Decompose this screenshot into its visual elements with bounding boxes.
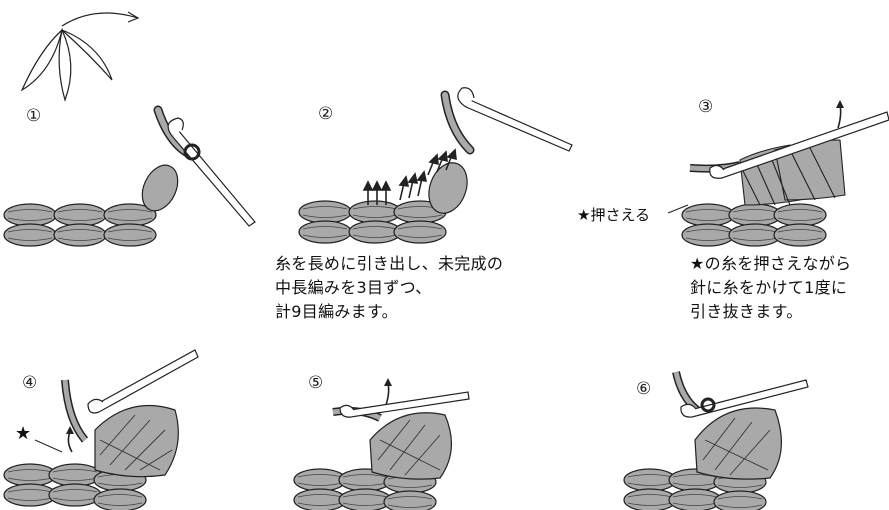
crochet-hook-icon	[87, 349, 199, 414]
step-5-illustration	[293, 378, 470, 510]
up-arrows-icon	[362, 148, 457, 205]
step-number-6: ⑥	[636, 379, 652, 399]
step-number-3: ③	[698, 97, 714, 117]
chain-base	[3, 203, 157, 247]
step-4-illustration	[3, 349, 199, 510]
crochet-hook-icon	[457, 87, 573, 152]
step-number-2: ②	[318, 104, 334, 124]
crochet-hook-icon	[680, 379, 809, 418]
step-3-annotation: ★押さえる	[577, 206, 650, 224]
step-3-illustration	[667, 100, 889, 247]
arrow-icon	[837, 104, 842, 129]
crochet-hook-icon	[167, 117, 256, 227]
crochet-hook-icon	[709, 111, 889, 179]
star-marker: ★	[15, 423, 32, 444]
step-2-caption: 糸を長めに引き出し、未完成の 中長編みを3目ずつ、 計9目編みます。	[275, 254, 504, 321]
crochet-hook-icon	[339, 391, 470, 418]
arrow-icon	[385, 383, 390, 406]
stitch-symbol-icon	[20, 11, 140, 102]
step-6-illustration	[623, 371, 809, 510]
step-2-illustration	[298, 87, 573, 244]
arrow-icon	[67, 431, 73, 453]
step-1-illustration	[3, 105, 256, 247]
step-3-caption: ★の糸を押さえながら 針に糸をかけて1度に 引き抜きます。	[690, 254, 852, 321]
step-number-4: ④	[22, 373, 38, 393]
step-number-1: ①	[26, 106, 42, 126]
step-number-5: ⑤	[308, 373, 324, 393]
